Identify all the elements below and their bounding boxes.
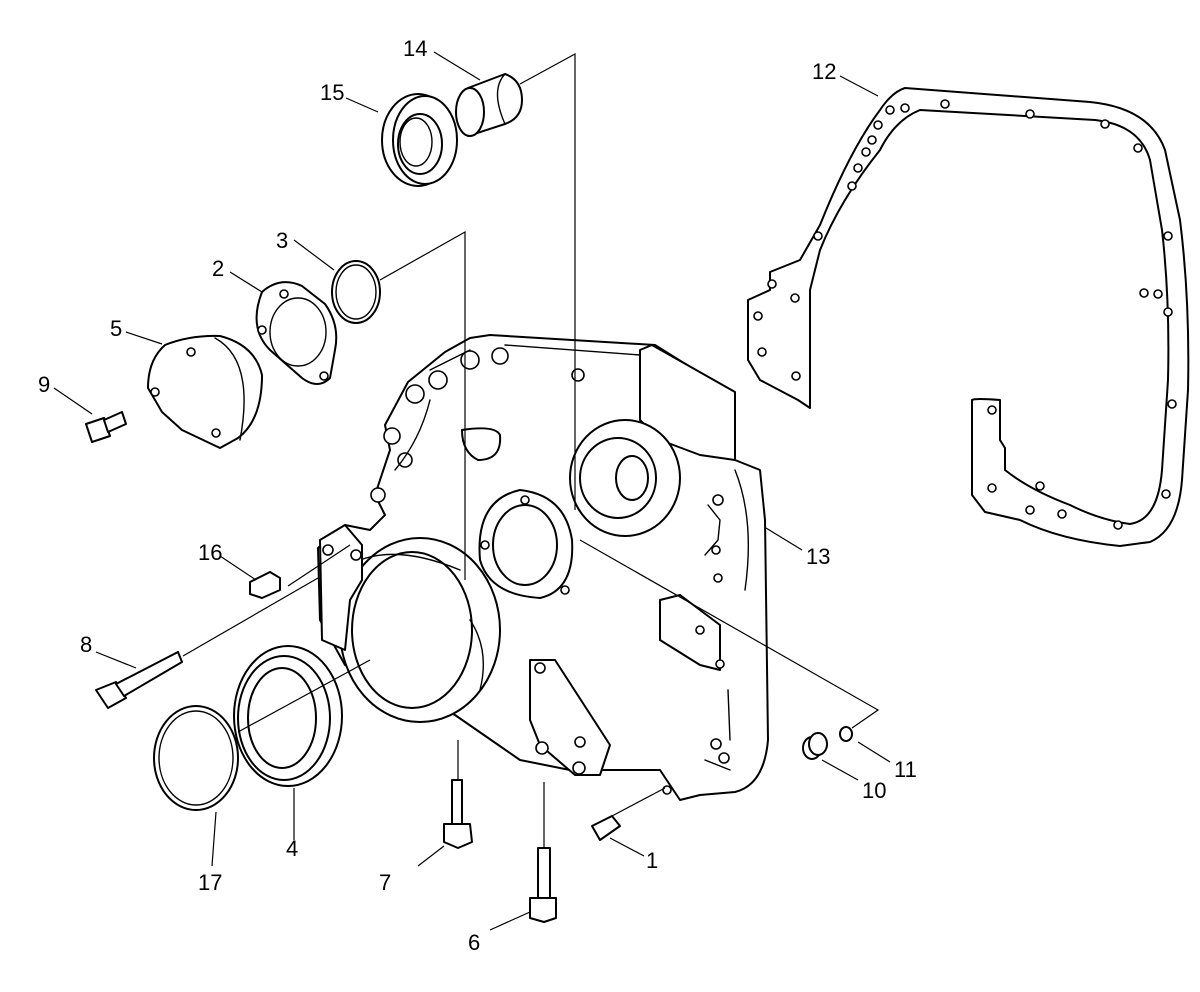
- callout-3: 3: [276, 228, 288, 253]
- part-14-sleeve: [455, 73, 523, 137]
- callout-2: 2: [212, 256, 224, 281]
- callout-12: 12: [812, 59, 836, 84]
- part-15-oil-seal: [381, 93, 458, 187]
- part-13-front-cover: [317, 334, 769, 801]
- callout-labels: 14 15 12 3 2 5 9 16 8 13 11 10 4 17 7 6 …: [38, 36, 917, 955]
- assembly-lines: [182, 52, 880, 848]
- part-6-bolt: [529, 847, 557, 923]
- part-1-dowel: [591, 815, 621, 841]
- callout-17: 17: [198, 870, 222, 895]
- part-8-bolt: [95, 651, 183, 709]
- callout-16: 16: [198, 540, 222, 565]
- callout-1: 1: [646, 848, 658, 873]
- leader-lines: [53, 51, 891, 931]
- callout-4: 4: [286, 836, 298, 861]
- callout-8: 8: [80, 632, 92, 657]
- part-2-gasket: [255, 281, 338, 385]
- part-16-key: [249, 571, 281, 599]
- callout-14: 14: [403, 36, 427, 61]
- part-7-bolt: [443, 779, 473, 849]
- part-11-washer: [839, 726, 853, 742]
- callout-6: 6: [468, 930, 480, 955]
- callout-11: 11: [894, 757, 917, 782]
- callout-13: 13: [806, 544, 830, 569]
- part-10-plug: [802, 732, 828, 760]
- callout-7: 7: [379, 870, 391, 895]
- part-4-oil-seal: [233, 645, 343, 787]
- part-12-gasket: [747, 87, 1190, 547]
- part-5-cover: [147, 334, 263, 449]
- callout-5: 5: [110, 316, 122, 341]
- part-9-bolt: [85, 411, 127, 443]
- callout-15: 15: [320, 80, 344, 105]
- part-17-ring: [153, 705, 239, 811]
- callout-10: 10: [862, 778, 886, 803]
- callout-9: 9: [38, 372, 50, 397]
- part-3-o-ring: [331, 260, 381, 324]
